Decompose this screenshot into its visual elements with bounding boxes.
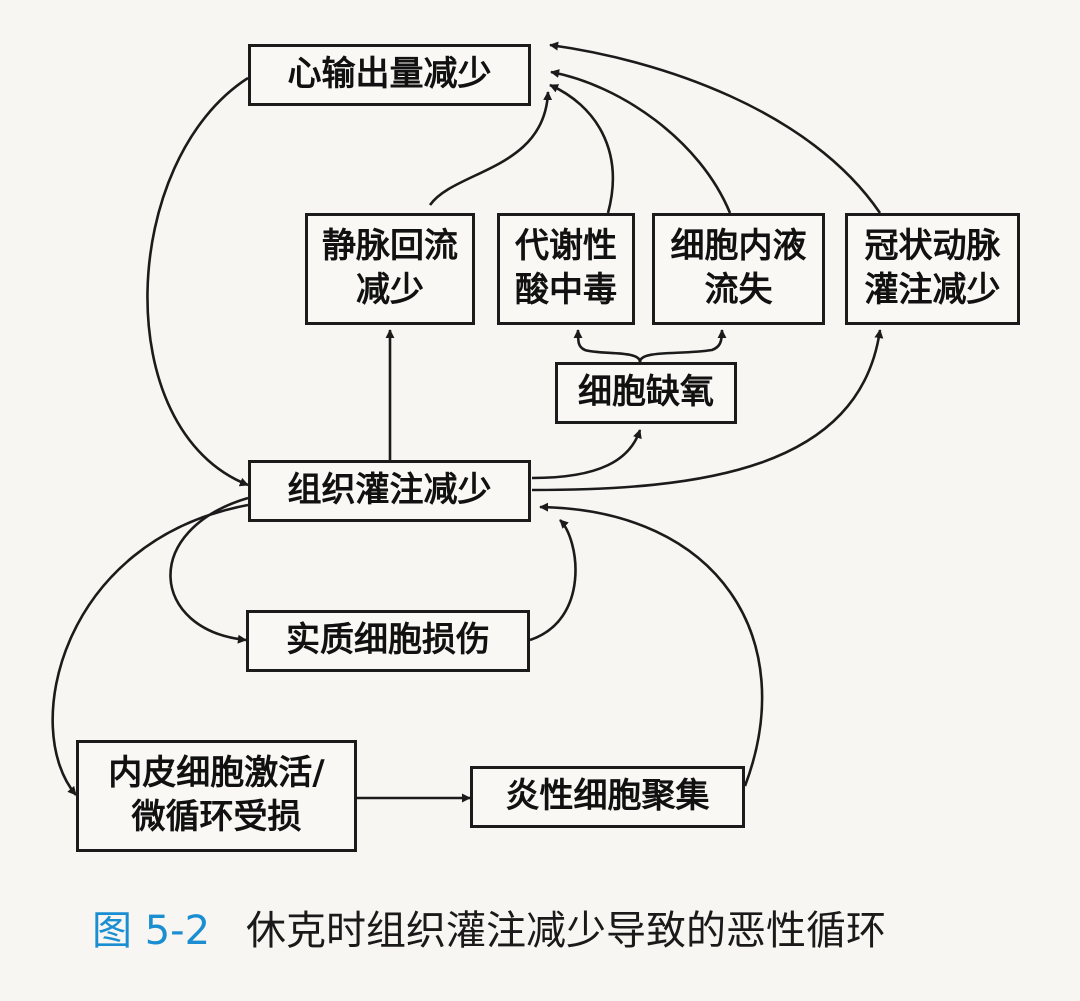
node-parenchymal-injury: 实质细胞损伤 bbox=[246, 610, 530, 672]
node-label-line2: 微循环受损 bbox=[131, 797, 302, 837]
node-label-line1: 静脉回流 bbox=[322, 226, 458, 267]
arrow-acidosis-to-cardiac bbox=[549, 83, 614, 214]
node-venous-return: 静脉回流 减少 bbox=[305, 213, 475, 325]
arrow-tissue-to-hypoxia bbox=[531, 429, 642, 480]
node-label-line1: 细胞内液 bbox=[670, 226, 807, 267]
arrow-tissue-to-coronary bbox=[531, 329, 884, 492]
node-inflammatory-aggregation: 炎性细胞聚集 bbox=[470, 766, 745, 828]
node-label: 细胞缺氧 bbox=[578, 372, 714, 413]
node-cell-fluid-loss: 细胞内液 流失 bbox=[652, 213, 825, 325]
arrow-injury-to-tissue bbox=[529, 519, 577, 642]
node-label-line2: 流失 bbox=[704, 270, 773, 310]
arrow-venous-to-cardiac bbox=[428, 91, 553, 206]
node-label-line1: 代谢性 bbox=[515, 226, 617, 267]
node-tissue-perfusion: 组织灌注减少 bbox=[248, 460, 531, 522]
node-label: 炎性细胞聚集 bbox=[505, 776, 710, 817]
figure-caption: 图 5-2 休克时组织灌注减少导致的恶性循环 bbox=[92, 898, 886, 956]
arrow-cardiac-to-tissue bbox=[146, 76, 249, 487]
node-cell-hypoxia: 细胞缺氧 bbox=[555, 362, 737, 424]
arrow-hypoxia-to-fluidloss bbox=[638, 329, 727, 363]
node-label-line1: 冠状动脉 bbox=[864, 226, 1001, 267]
figure-number: 图 5-2 bbox=[92, 908, 211, 954]
arrow-tissue-to-endothelial bbox=[51, 503, 249, 796]
arrow-coronary-to-cardiac bbox=[549, 41, 882, 214]
node-label: 实质细胞损伤 bbox=[286, 620, 490, 661]
node-label-line2: 减少 bbox=[356, 270, 424, 310]
node-label-line2: 灌注减少 bbox=[864, 270, 1001, 310]
node-label-line2: 酸中毒 bbox=[515, 270, 617, 310]
arrow-hypoxia-to-acidosis bbox=[573, 329, 642, 363]
figure-title: 休克时组织灌注减少导致的恶性循环 bbox=[246, 908, 887, 954]
arrow-inflammatory-to-tissue bbox=[539, 502, 764, 787]
node-coronary-perfusion: 冠状动脉 灌注减少 bbox=[845, 213, 1020, 325]
node-endothelial-activation: 内皮细胞激活/ 微循环受损 bbox=[76, 740, 357, 852]
node-label: 组织灌注减少 bbox=[287, 470, 492, 511]
node-metabolic-acidosis: 代谢性 酸中毒 bbox=[497, 213, 635, 325]
arrow-tissue-to-injury bbox=[169, 496, 249, 644]
node-label: 心输出量减少 bbox=[287, 54, 492, 95]
arrow-fluidloss-to-cardiac bbox=[550, 69, 732, 214]
node-cardiac-output: 心输出量减少 bbox=[248, 44, 531, 106]
node-label-line1: 内皮细胞激活/ bbox=[108, 753, 325, 794]
